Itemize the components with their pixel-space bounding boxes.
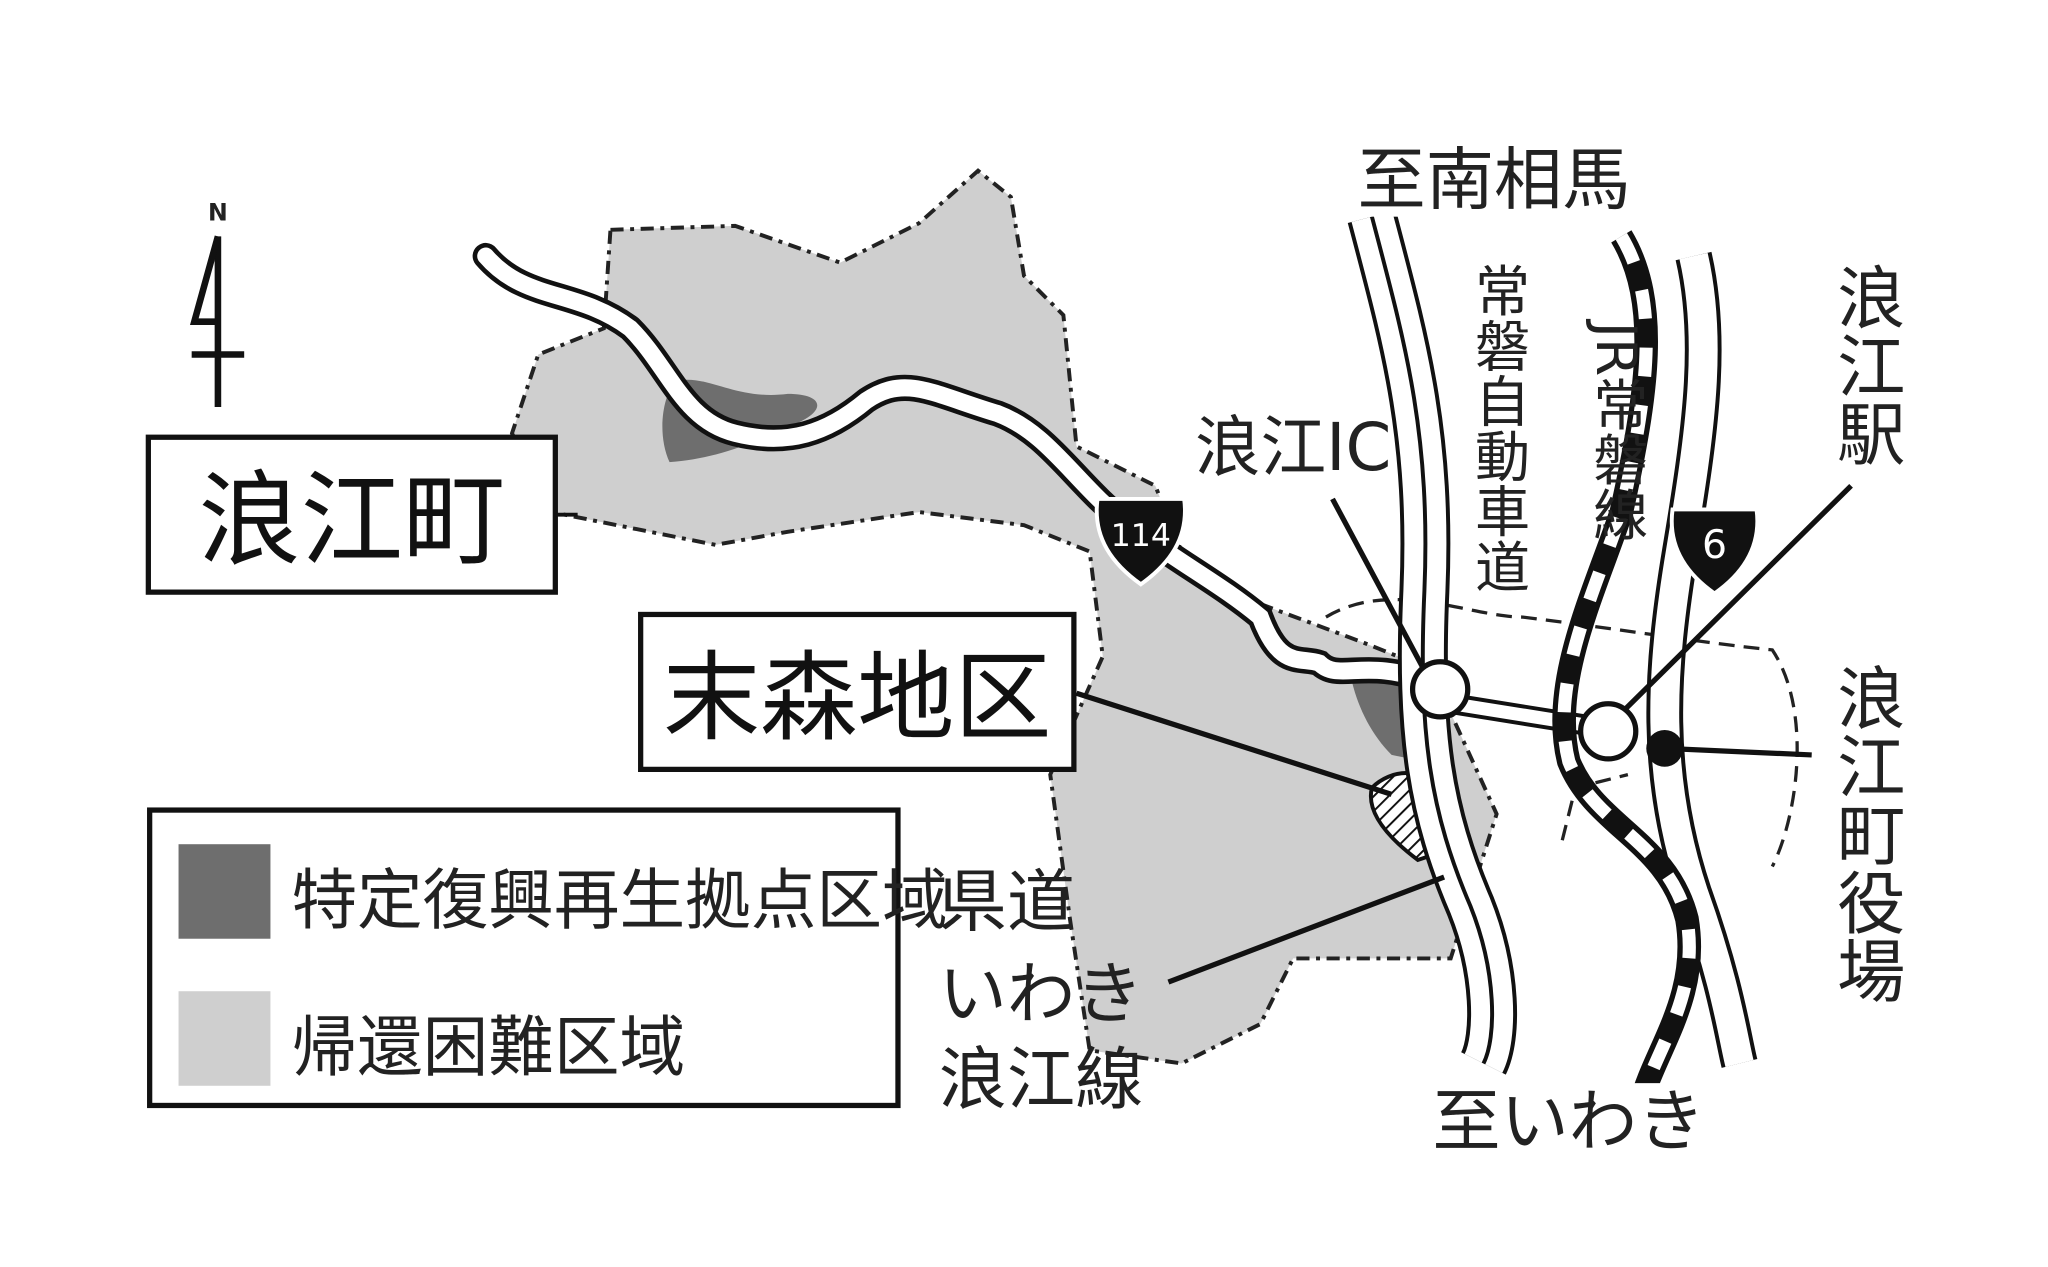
town-label-box xyxy=(145,434,558,595)
label-to-iwaki: 至いわき xyxy=(1432,1083,1705,1162)
jr-joban-line xyxy=(1552,230,1702,1106)
route-114-number: 114 xyxy=(1111,518,1171,554)
label-jr-joban-line: JR常磐線 xyxy=(1583,319,1648,542)
legend-label: 特定復興再生拠点区域 xyxy=(291,863,947,939)
namie-ic-marker xyxy=(1409,659,1471,720)
label-namie-station: 浪江駅 xyxy=(1825,263,1904,468)
label-joban-expressway: 常磐自動車道 xyxy=(1465,263,1529,594)
town-office-marker xyxy=(1646,729,1684,767)
leader-lines xyxy=(1075,483,1853,985)
route-6-road xyxy=(1646,251,1758,1068)
route-6-number: 6 xyxy=(1702,522,1727,568)
legend-swatch-reconstruction-base xyxy=(178,844,271,939)
label-prefectural-road-1: 県道 xyxy=(939,864,1076,943)
north-label: N xyxy=(208,199,228,227)
label-prefectural-road-2: いわき xyxy=(939,956,1144,1035)
legend: 特定復興再生拠点区域 帰還困難区域 xyxy=(147,807,948,1109)
legend-label: 帰還困難区域 xyxy=(291,1010,685,1086)
district-label-box xyxy=(638,611,1077,773)
difficult-to-return-zone xyxy=(509,168,1499,1066)
route-6-shield: 6 xyxy=(1669,507,1760,596)
label-prefectural-road-3: 浪江線 xyxy=(939,1041,1144,1120)
district-label: 末森地区 xyxy=(663,641,1052,754)
north-arrow-icon: N xyxy=(189,199,245,408)
label-to-minamisoma: 至南相馬 xyxy=(1357,142,1630,221)
namie-station-marker xyxy=(1578,701,1639,762)
label-town-office: 浪江町役場 xyxy=(1825,663,1904,1004)
legend-swatch-difficult-to-return xyxy=(178,991,271,1086)
label-namie-ic: 浪江IC xyxy=(1195,410,1391,486)
town-label: 浪江町 xyxy=(198,461,505,580)
route-114-shield: 114 xyxy=(1094,496,1187,587)
